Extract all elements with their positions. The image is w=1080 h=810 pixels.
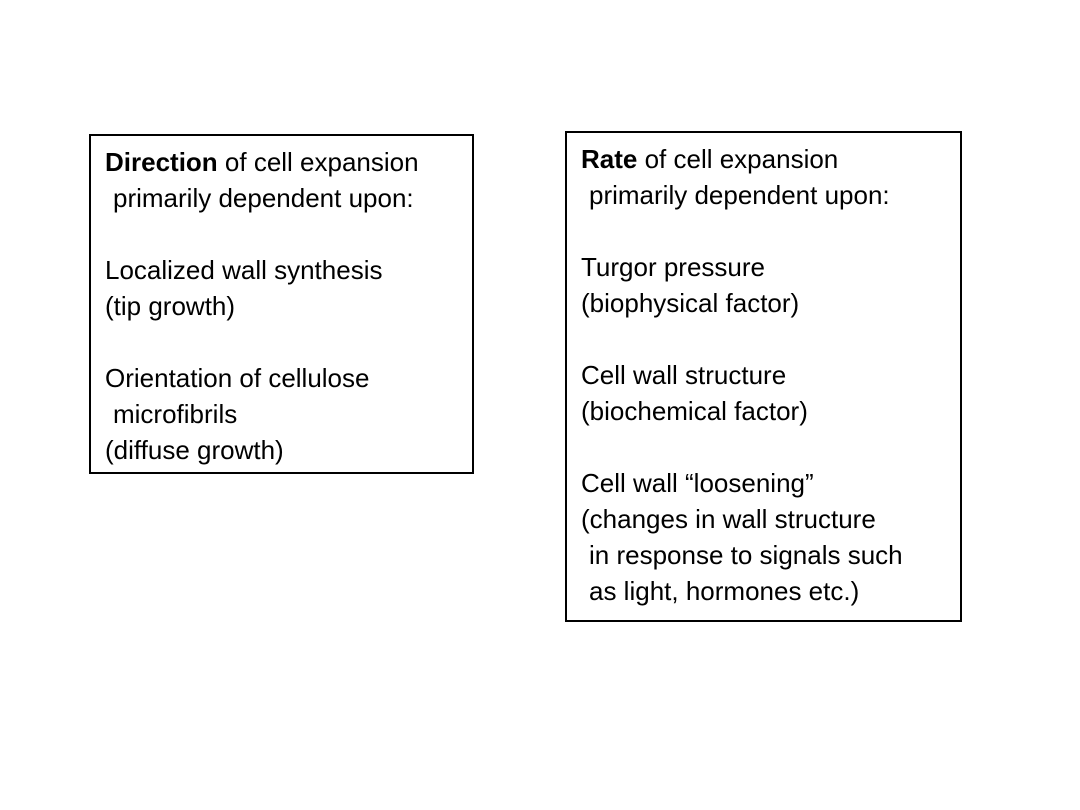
rate-item3-line3: in response to signals such — [589, 540, 903, 570]
spacer — [581, 321, 960, 357]
rate-box: Rate of cell expansion primarily depende… — [565, 131, 962, 622]
direction-heading-bold: Direction — [105, 147, 218, 177]
direction-item2-line2: microfibrils — [113, 399, 238, 429]
direction-item2-line1: Orientation of cellulose — [105, 363, 370, 393]
rate-item1-line2: (biophysical factor) — [581, 288, 800, 318]
spacer — [581, 429, 960, 465]
direction-heading-rest: of cell expansion — [217, 147, 419, 177]
direction-item1-line1: Localized wall synthesis — [105, 255, 383, 285]
direction-heading: Direction of cell expansion — [105, 144, 472, 180]
spacer — [105, 324, 472, 360]
rate-item3-line4: as light, hormones etc.) — [589, 576, 860, 606]
spacer — [581, 213, 960, 249]
rate-item3-line2: (changes in wall structure — [581, 504, 876, 534]
rate-item2-line2: (biochemical factor) — [581, 396, 808, 426]
rate-item2-line1: Cell wall structure — [581, 360, 787, 390]
rate-heading-line2: primarily dependent upon: — [589, 180, 890, 210]
direction-item1-line2: (tip growth) — [105, 291, 236, 321]
rate-heading: Rate of cell expansion — [581, 141, 960, 177]
rate-heading-bold: Rate — [581, 144, 638, 174]
spacer — [105, 216, 472, 252]
rate-item1-line1: Turgor pressure — [581, 252, 765, 282]
direction-heading-line2: primarily dependent upon: — [113, 183, 414, 213]
rate-item3-line1: Cell wall “loosening” — [581, 468, 814, 498]
direction-item2-line3: (diffuse growth) — [105, 435, 284, 465]
direction-box: Direction of cell expansion primarily de… — [89, 134, 474, 474]
rate-heading-rest: of cell expansion — [637, 144, 839, 174]
